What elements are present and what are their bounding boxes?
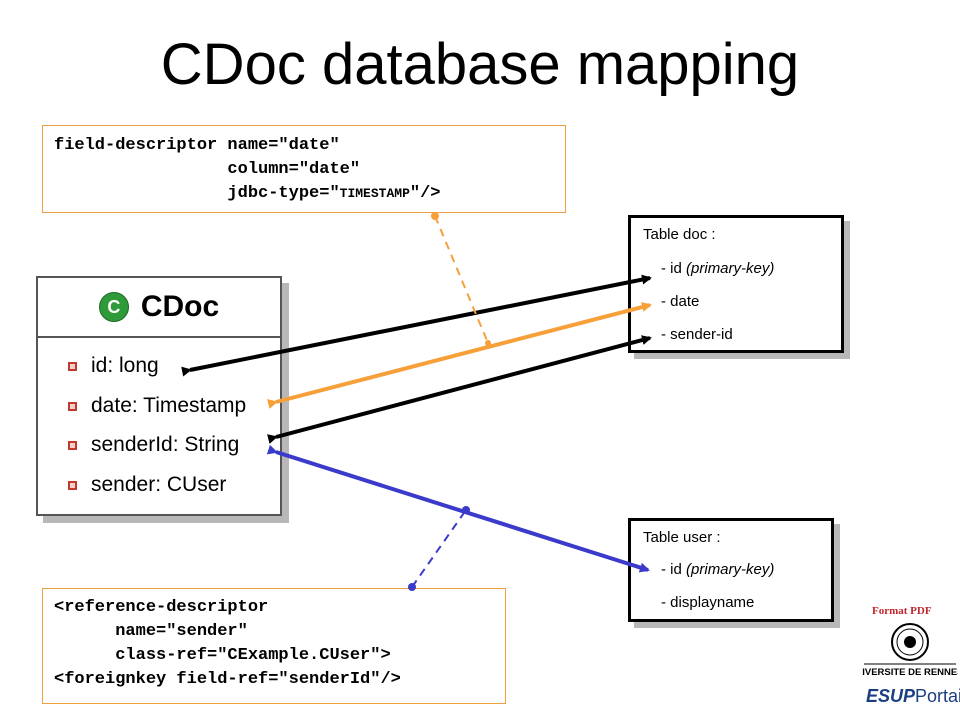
field-descriptor-line1: field-descriptor name="date" bbox=[54, 136, 340, 155]
table-user-row-id: - id (primary-key) bbox=[661, 561, 775, 578]
connector-reference-descriptor-end-dot bbox=[462, 506, 470, 514]
reference-descriptor-line2: name="sender" bbox=[54, 622, 248, 641]
uml-attribute-label: sender: CUser bbox=[91, 473, 227, 496]
connector-reference-descriptor-start-dot bbox=[408, 583, 416, 591]
slide-title: CDoc database mapping bbox=[160, 32, 800, 97]
uml-attribute-date: date: Timestamp bbox=[68, 394, 246, 418]
field-descriptor-jdbc-type: TIMESTAMP bbox=[339, 186, 410, 201]
uml-attribute-senderid: senderId: String bbox=[68, 433, 239, 457]
uml-attribute-label: id: long bbox=[91, 354, 159, 377]
reference-descriptor-box: <reference-descriptor name="sender" clas… bbox=[42, 588, 506, 704]
table-doc-title: Table doc : bbox=[643, 226, 716, 243]
table-doc-row-date: - date bbox=[661, 293, 700, 310]
reference-descriptor-line4: <foreignkey field-ref="senderId"/> bbox=[54, 670, 401, 689]
field-descriptor-line2: column="date" bbox=[54, 160, 361, 179]
table-user-title: Table user : bbox=[643, 529, 721, 546]
format-pdf-label: Format PDF bbox=[872, 605, 932, 617]
class-icon: C bbox=[98, 292, 129, 322]
connector-field-descriptor bbox=[434, 215, 489, 344]
reference-descriptor-line1: <reference-descriptor bbox=[54, 598, 269, 617]
uml-attribute-id: id: long bbox=[68, 354, 159, 378]
esup-logo-bold: ESUP bbox=[866, 686, 916, 706]
uml-attribute-sender: sender: CUser bbox=[68, 473, 226, 497]
esup-portail-logo: ESUPPortail bbox=[866, 686, 960, 707]
attribute-bullet-icon bbox=[68, 401, 77, 411]
arrow-senderid-mapping bbox=[266, 335, 652, 444]
uml-attribute-label: date: Timestamp bbox=[91, 394, 247, 417]
university-logo: UNIVERSITE DE RENNES 1 bbox=[862, 623, 958, 678]
connector-field-descriptor-end-dot bbox=[485, 340, 491, 346]
reference-descriptor-line3: class-ref="CExample.CUser"> bbox=[54, 646, 391, 665]
attribute-bullet-icon bbox=[68, 361, 77, 371]
table-user-row-displayname: - displayname bbox=[661, 594, 755, 611]
table-doc-row-sender-id: - sender-id bbox=[661, 326, 733, 343]
attribute-bullet-icon bbox=[68, 480, 77, 490]
attribute-bullet-icon bbox=[68, 440, 77, 450]
arrow-sender-mapping bbox=[266, 444, 650, 573]
uml-attribute-label: senderId: String bbox=[91, 433, 240, 456]
field-descriptor-line3-post: "/> bbox=[409, 184, 441, 203]
connector-reference-descriptor bbox=[411, 509, 467, 588]
connector-field-descriptor-start-dot bbox=[431, 212, 439, 220]
esup-logo-light: Portail bbox=[915, 686, 960, 706]
table-user-box: Table user : - id (primary-key) - displa… bbox=[628, 518, 834, 622]
field-descriptor-line3-pre: jdbc-type=" bbox=[54, 184, 340, 203]
university-name: UNIVERSITE DE RENNES 1 bbox=[862, 667, 958, 678]
table-doc-box: Table doc : - id (primary-key) - date - … bbox=[628, 215, 844, 353]
table-doc-row-id: - id (primary-key) bbox=[661, 260, 775, 277]
field-descriptor-box: field-descriptor name="date" column="dat… bbox=[42, 125, 566, 213]
